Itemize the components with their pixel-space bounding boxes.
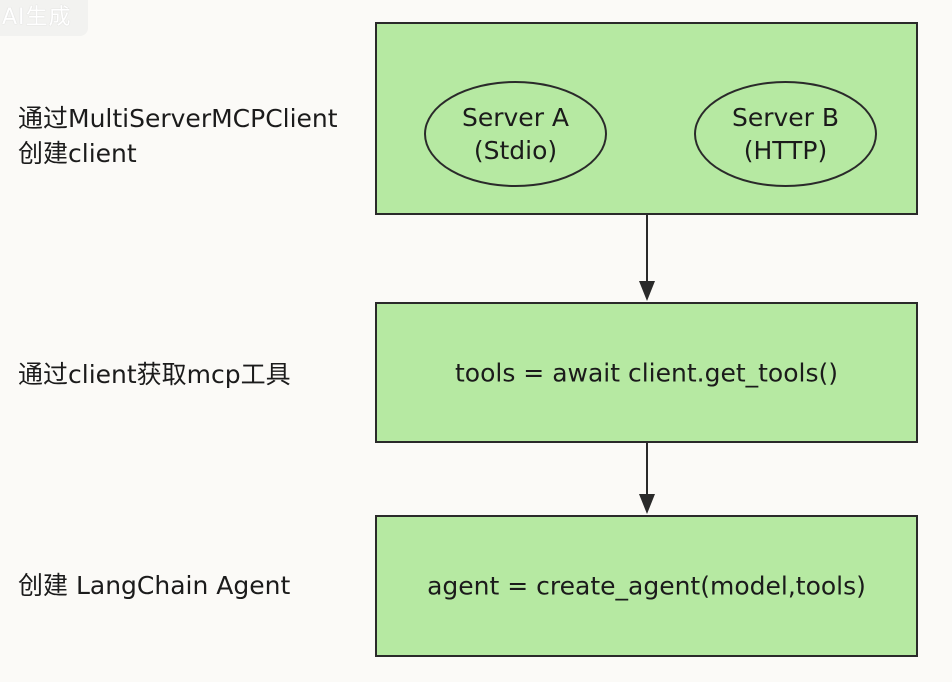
step-2-label: 通过client获取mcp工具 xyxy=(18,357,291,392)
client-box: Server A (Stdio) Server B (HTTP) xyxy=(375,22,918,215)
step-3-label: 创建 LangChain Agent xyxy=(18,568,290,603)
server-a-node: Server A (Stdio) xyxy=(424,81,607,187)
step-1-label: 通过MultiServerMCPClient 创建client xyxy=(18,101,338,171)
get-tools-box: tools = await client.get_tools() xyxy=(375,302,918,443)
server-b-name: Server B xyxy=(731,103,840,132)
create-agent-box: agent = create_agent(model,tools) xyxy=(375,515,918,657)
arrow-down-icon xyxy=(639,281,655,301)
step-2-label-line-1: 通过client获取mcp工具 xyxy=(18,360,291,389)
step-1-label-line-2: 创建client xyxy=(18,139,137,168)
create-agent-code: agent = create_agent(model,tools) xyxy=(427,571,866,601)
arrow-tools-to-agent xyxy=(639,443,655,514)
get-tools-code: tools = await client.get_tools() xyxy=(454,358,839,387)
step-3-label-line-1: 创建 LangChain Agent xyxy=(18,571,291,600)
server-b-node: Server B (HTTP) xyxy=(694,81,877,187)
server-a-transport: (Stdio) xyxy=(473,136,558,165)
step-1-label-line-1: 通过MultiServerMCPClient xyxy=(18,104,338,133)
arrow-down-icon xyxy=(639,494,655,514)
ai-generated-watermark: AI生成 xyxy=(0,0,88,36)
server-b-transport: (HTTP) xyxy=(743,136,828,165)
arrow-client-to-tools xyxy=(639,215,655,301)
server-a-name: Server A xyxy=(461,103,570,132)
